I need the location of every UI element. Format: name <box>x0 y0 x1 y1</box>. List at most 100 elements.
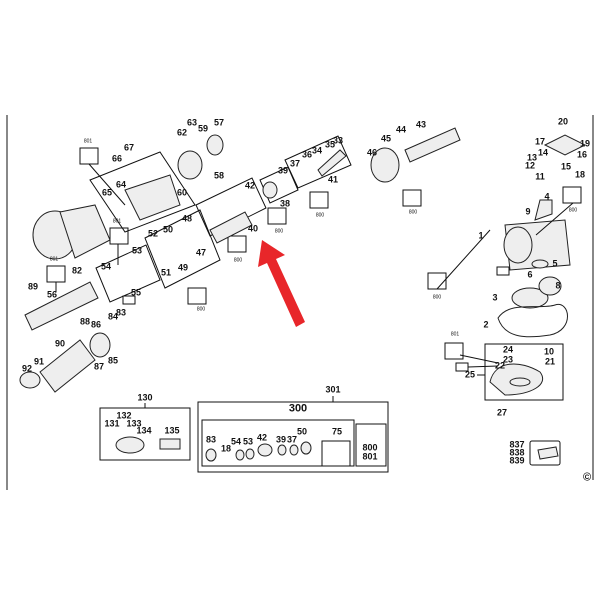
callout-800: 800 <box>274 228 284 235</box>
group-box-837 <box>529 440 561 466</box>
callout-18: 18 <box>220 443 232 454</box>
callout-43: 43 <box>415 119 427 130</box>
callout-75: 75 <box>331 426 343 437</box>
callout-64: 64 <box>115 179 127 190</box>
callout-2: 2 <box>483 319 489 330</box>
callout-800: 800 <box>315 212 325 219</box>
callout-130: 130 <box>137 392 153 403</box>
callout-37: 37 <box>286 434 298 445</box>
callout-27: 27 <box>496 407 508 418</box>
callout-63: 63 <box>186 117 198 128</box>
callout-3: 3 <box>492 292 498 303</box>
callout-35: 35 <box>324 139 336 150</box>
group-box-800-a <box>144 209 221 289</box>
grease-icon <box>122 295 136 305</box>
callout-50: 50 <box>162 224 174 235</box>
callout-57: 57 <box>213 117 225 128</box>
callout-34: 34 <box>311 145 323 156</box>
callout-85: 85 <box>107 355 119 366</box>
callout-131: 131 <box>104 418 120 429</box>
callout-55: 55 <box>130 287 142 298</box>
callout-18: 18 <box>574 169 586 180</box>
callout-42: 42 <box>256 432 268 443</box>
callout-84: 84 <box>107 311 119 322</box>
callout-89: 89 <box>27 281 39 292</box>
callout-62: 62 <box>176 127 188 138</box>
callout-1: 1 <box>478 230 484 241</box>
callout-44: 44 <box>395 124 407 135</box>
callout-88: 88 <box>79 316 91 327</box>
callout-16: 16 <box>576 149 588 160</box>
callout-801: 801 <box>112 218 122 225</box>
callout-39: 39 <box>277 165 289 176</box>
group-box-66 <box>89 151 196 233</box>
grease-icon <box>109 227 129 245</box>
group-box-41 <box>284 135 352 189</box>
callout-300: 300 <box>288 402 308 415</box>
callout-38: 38 <box>279 198 291 209</box>
callout-838: 838 <box>509 447 525 458</box>
callout-5: 5 <box>552 258 558 269</box>
group-box-40 <box>195 177 267 237</box>
callout-801: 801 <box>450 331 460 338</box>
callout-33: 33 <box>332 135 344 146</box>
grease-icon <box>444 342 464 360</box>
group-box-25 <box>484 343 564 401</box>
callout-10: 10 <box>543 346 555 357</box>
group-box-301 <box>197 401 389 473</box>
callout-39: 39 <box>275 434 287 445</box>
callout-60: 60 <box>176 187 188 198</box>
callout-54: 54 <box>100 261 112 272</box>
callout-48: 48 <box>181 213 193 224</box>
callout-58: 58 <box>213 170 225 181</box>
callout-133: 133 <box>126 418 142 429</box>
callout-67: 67 <box>123 142 135 153</box>
callout-134: 134 <box>136 425 152 436</box>
callout-91: 91 <box>33 356 45 367</box>
callout-83: 83 <box>115 307 127 318</box>
callout-13: 13 <box>526 152 538 163</box>
callout-301: 301 <box>325 384 341 395</box>
callout-800: 800 <box>362 442 378 453</box>
callout-801: 801 <box>49 256 59 263</box>
callout-45: 45 <box>380 133 392 144</box>
callout-839: 839 <box>509 455 525 466</box>
red-arrow-icon <box>258 240 305 327</box>
callout-20: 20 <box>557 116 569 127</box>
callout-36: 36 <box>301 149 313 160</box>
callout-87: 87 <box>93 361 105 372</box>
callout-42: 42 <box>244 180 256 191</box>
grease-icon <box>227 235 247 253</box>
callout-8: 8 <box>555 280 561 291</box>
callout-53: 53 <box>242 436 254 447</box>
callout-86: 86 <box>90 319 102 330</box>
callout-800: 800 <box>432 294 442 301</box>
callout-82: 82 <box>71 265 83 276</box>
callout-800: 800 <box>233 257 243 264</box>
callout-51: 51 <box>160 267 172 278</box>
callout-6: 6 <box>527 269 533 280</box>
callout-52: 52 <box>147 228 159 239</box>
grease-icon <box>46 265 66 283</box>
callout-800: 800 <box>568 207 578 214</box>
callout-4: 4 <box>544 191 550 202</box>
callout-800: 800 <box>196 306 206 313</box>
callout-66: 66 <box>111 153 123 164</box>
callout-65: 65 <box>101 187 113 198</box>
callout-14: 14 <box>537 147 549 158</box>
grease-icon <box>562 186 582 204</box>
callout-56: 56 <box>46 289 58 300</box>
callout-59: 59 <box>197 123 209 134</box>
callout-135: 135 <box>164 425 180 436</box>
callout-800: 800 <box>408 209 418 216</box>
grease-icon <box>309 191 329 209</box>
callout-54: 54 <box>230 436 242 447</box>
callout-83: 83 <box>205 434 217 445</box>
callout-22: 22 <box>494 360 506 371</box>
callout-50: 50 <box>296 426 308 437</box>
grease-icon <box>187 287 207 305</box>
parts-shapes <box>19 127 587 462</box>
callout-132: 132 <box>116 410 132 421</box>
group-box-300 <box>201 419 355 467</box>
